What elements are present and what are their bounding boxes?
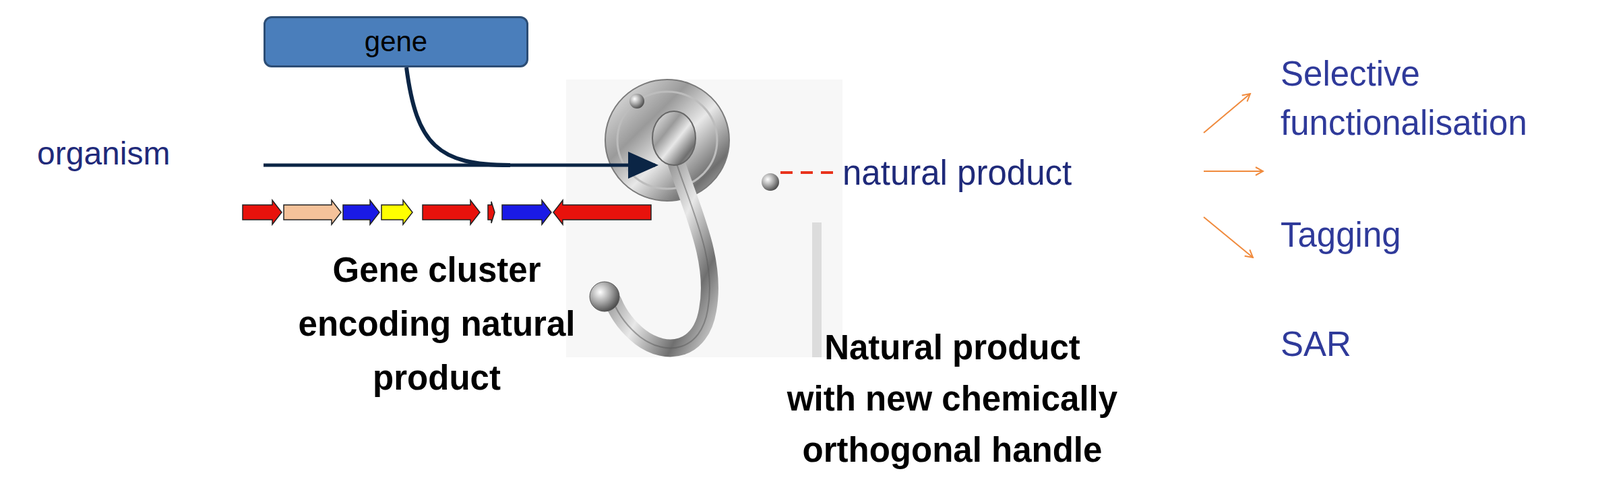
screw <box>629 93 645 109</box>
orange-arrow <box>1203 217 1253 258</box>
gene-arrow <box>487 201 495 224</box>
text-line: functionalisation <box>1280 98 1528 148</box>
hook-ball <box>589 281 620 312</box>
text-line: orthogonal handle <box>787 424 1118 476</box>
hook-knob <box>652 111 696 166</box>
orange-arrow <box>1203 170 1264 172</box>
organism-arrow <box>263 163 656 168</box>
text-label: Tagging <box>1280 214 1402 255</box>
text-line: encoding natural <box>298 297 576 352</box>
wall-shadow <box>812 222 822 358</box>
text-line: product <box>298 351 576 406</box>
gene-arrow <box>343 200 380 225</box>
text-line: Selective <box>1280 49 1528 99</box>
screw <box>761 173 780 191</box>
gene-arrow <box>242 200 282 225</box>
text-line: Gene cluster <box>298 243 576 298</box>
gene-curve <box>406 67 511 166</box>
node-text: gene <box>364 25 428 58</box>
gene-arrow <box>283 200 342 225</box>
outcome-arrows <box>1203 93 1264 258</box>
text-label: Gene cluster encoding natural product <box>298 243 576 406</box>
gene-arrow <box>422 200 480 225</box>
text-label: organism <box>37 134 170 172</box>
text-line: Natural product <box>787 322 1118 374</box>
text-label: SAR <box>1280 324 1352 364</box>
hook-plate-rim <box>617 91 718 189</box>
text-line: with new chemically <box>787 373 1118 425</box>
gene-box: gene <box>263 16 529 68</box>
gene-arrow <box>553 200 652 225</box>
text-label: natural product <box>842 152 1072 193</box>
hook-arm-edge <box>613 144 710 348</box>
gene-arrow <box>502 200 552 225</box>
leader-dash <box>780 171 839 174</box>
gene-cluster <box>242 200 652 225</box>
orange-arrow <box>1203 93 1251 133</box>
gene-arrow <box>381 200 413 225</box>
hook-plate <box>605 79 730 201</box>
text-label: Natural product with new chemically orth… <box>787 322 1118 476</box>
text-label: Selective functionalisation <box>1280 49 1528 148</box>
hook-arm <box>613 144 710 348</box>
